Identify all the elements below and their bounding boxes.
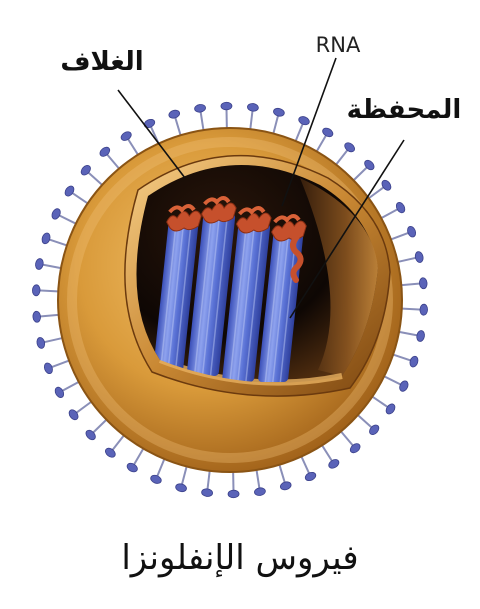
capsid-segment	[153, 222, 199, 372]
spike-head	[409, 355, 419, 368]
capsid-stripe	[209, 220, 228, 376]
spike-head	[105, 447, 116, 458]
spike-head	[54, 386, 65, 398]
spike-head	[32, 284, 41, 297]
capsid-stripe	[272, 238, 289, 382]
spike-head	[304, 471, 317, 482]
rna-strand	[168, 204, 196, 214]
spike-head	[381, 179, 392, 191]
spike-head	[68, 409, 79, 421]
capsid-stripe	[167, 228, 184, 372]
spike-head	[254, 487, 266, 496]
rna-strand	[273, 214, 301, 224]
capsid-label: المحفظة	[347, 95, 462, 125]
spike-head	[298, 116, 310, 126]
spike-head	[399, 380, 409, 392]
spike-head	[43, 362, 53, 375]
capsid-stripe	[201, 220, 220, 376]
spike-head	[419, 303, 428, 316]
rna-strand	[238, 206, 266, 216]
envelope-rim	[67, 137, 393, 463]
envelope-label: الغلاف	[60, 47, 143, 77]
capsid-stripe	[245, 230, 263, 382]
capsid-stripe	[159, 228, 177, 372]
capsid-segment	[186, 214, 236, 376]
spike-head	[150, 474, 162, 484]
rna-strand	[203, 196, 231, 206]
capsid-stripe	[279, 238, 297, 382]
spike-head	[36, 337, 46, 349]
spike-head	[349, 443, 361, 454]
spike-head	[279, 481, 292, 491]
spike-head	[175, 483, 187, 493]
rna-label: RNA	[316, 33, 361, 57]
spike-head	[416, 330, 425, 342]
spike-head	[80, 164, 91, 176]
spike-head	[364, 159, 375, 171]
rna-strand	[200, 202, 237, 224]
spike-head	[227, 489, 240, 499]
spike-head	[369, 424, 380, 436]
rna-strand	[166, 210, 202, 232]
capsid-stripe	[174, 228, 192, 372]
spike-head	[220, 101, 233, 111]
spike-head	[322, 127, 334, 138]
spike-head	[419, 277, 428, 290]
spike-head	[41, 232, 51, 245]
spike-head	[143, 118, 156, 129]
interior-wall	[300, 178, 378, 376]
capsid-stripe	[237, 230, 255, 382]
spike-head	[344, 142, 355, 153]
envelope-leader-line	[117, 89, 186, 179]
spike-head	[99, 146, 111, 157]
spike-head	[32, 310, 41, 323]
rna-strand	[279, 230, 304, 283]
capsid-stripe	[193, 220, 212, 376]
spike-head	[414, 251, 424, 263]
rna-leader-line	[281, 57, 337, 207]
spike-head	[126, 462, 138, 473]
spike-head	[395, 202, 406, 214]
spike-head	[328, 459, 340, 469]
spike-head	[385, 403, 396, 415]
spike-head	[35, 258, 44, 270]
spike-head	[168, 109, 181, 119]
spike-head	[407, 225, 417, 238]
capsid-stripe	[229, 230, 247, 382]
spike-head	[64, 185, 75, 197]
capsid-segment	[222, 224, 271, 382]
spike-head	[51, 208, 61, 220]
spike-head	[273, 107, 285, 117]
spike-head	[120, 131, 132, 141]
capsid-group	[153, 196, 307, 382]
rna-strand	[235, 212, 272, 234]
capsid-leader-line	[289, 139, 405, 319]
spike-head	[194, 104, 206, 113]
capsid-stripe	[264, 238, 282, 382]
spike-head	[201, 488, 213, 497]
spike-head	[85, 429, 96, 441]
diagram-caption: فيروس الإنفلونزا	[121, 538, 359, 578]
spike-head	[247, 103, 259, 112]
